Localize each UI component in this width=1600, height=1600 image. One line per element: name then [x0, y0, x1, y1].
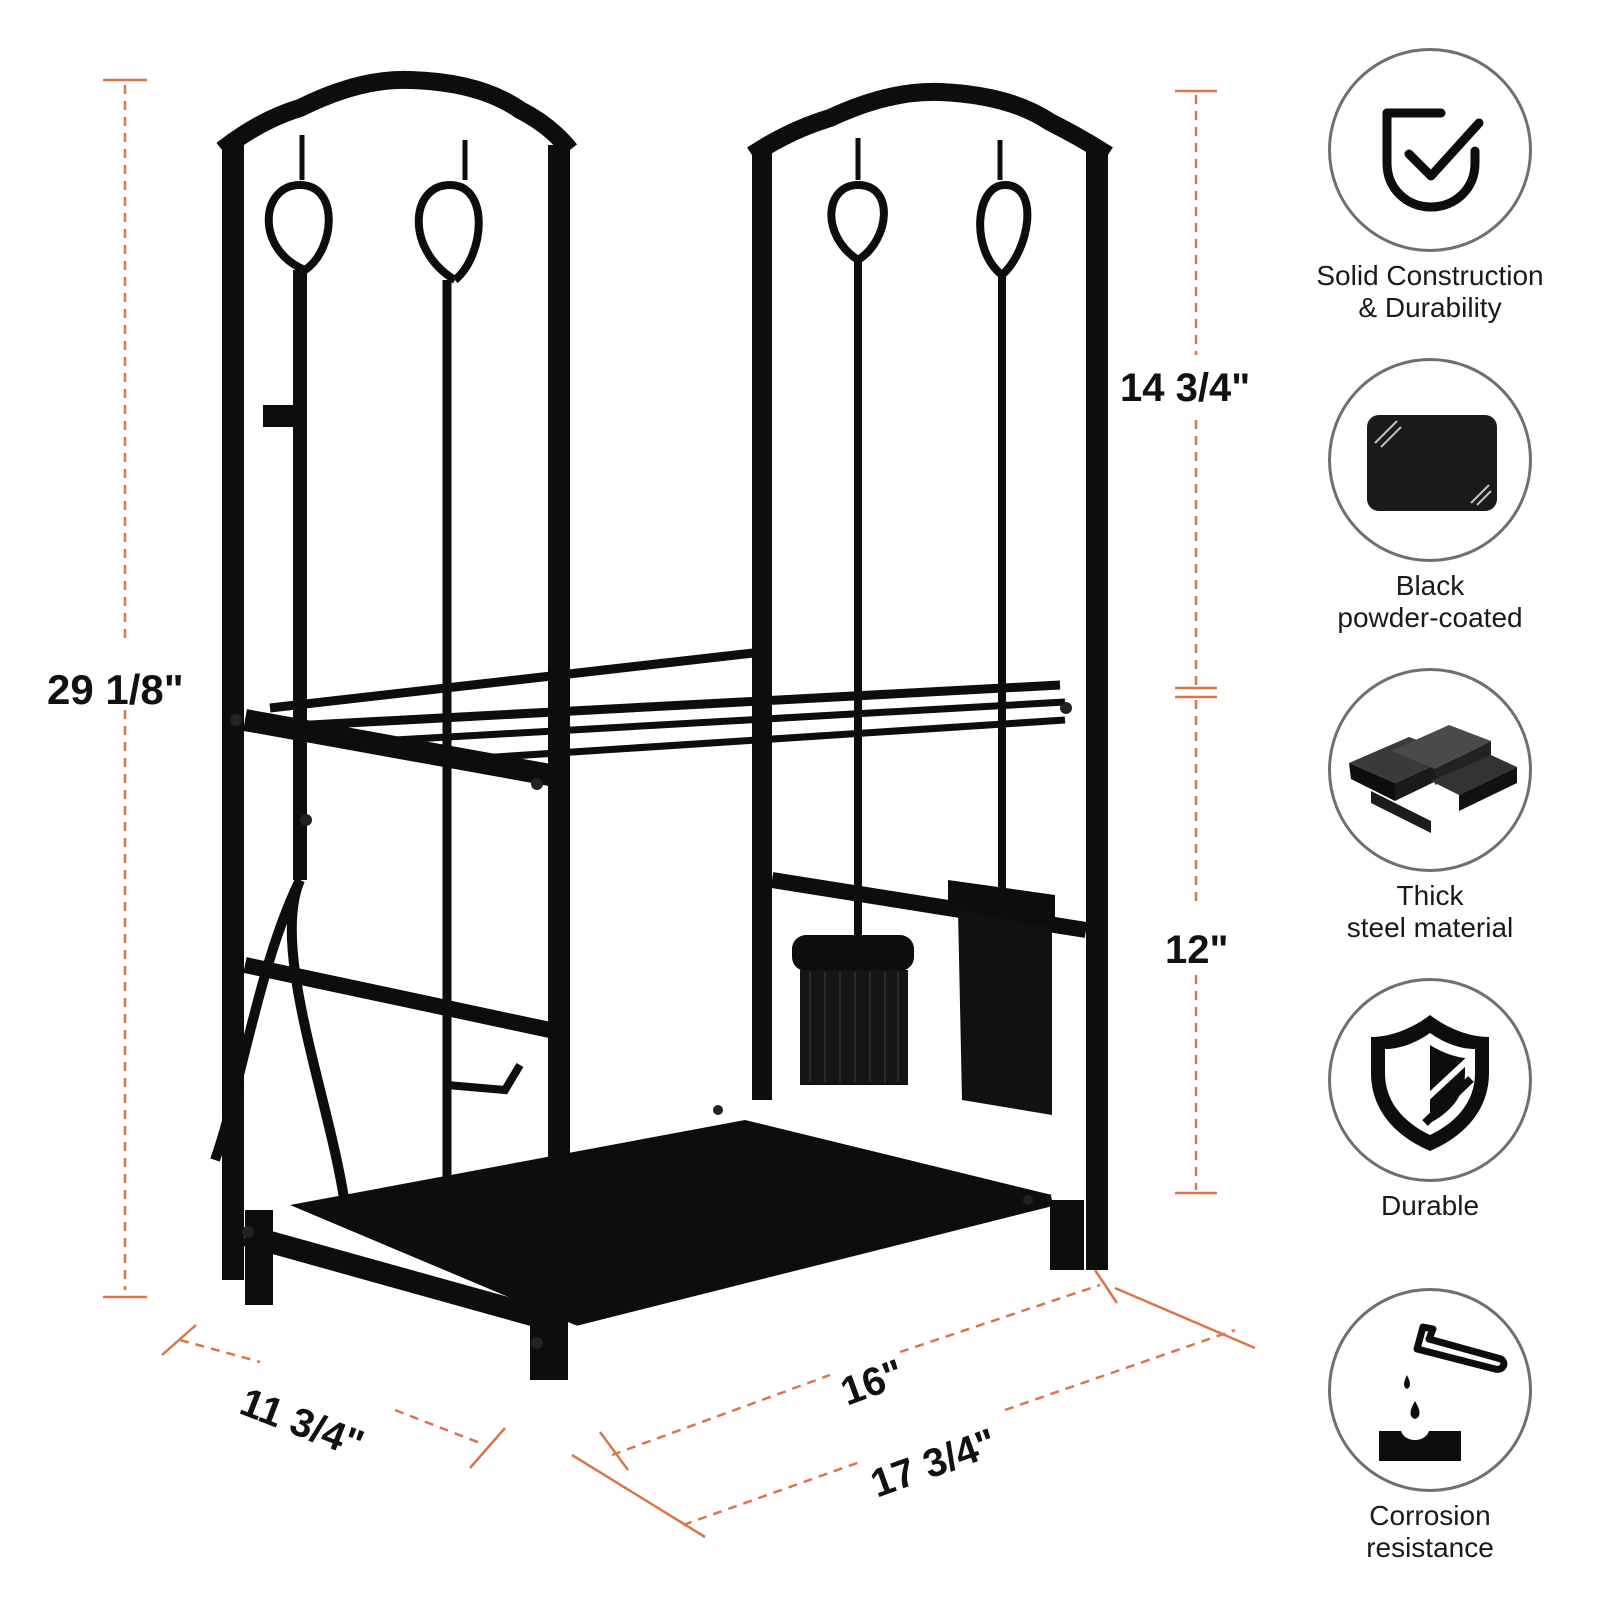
brush: [792, 935, 914, 1085]
feature-line: & Durability: [1358, 292, 1502, 323]
black-panel-icon: [1328, 358, 1532, 562]
feature-corrosion-resistance: Corrosion resistance: [1310, 1288, 1550, 1564]
feature-line: resistance: [1366, 1532, 1494, 1563]
upper-height-label: 14 3/4": [1120, 366, 1251, 410]
total-height-label: 29 1/8": [47, 666, 184, 713]
feature-line: Black: [1395, 570, 1465, 601]
feature-durable: Durable: [1310, 978, 1550, 1222]
feature-thick-steel: Thick steel material: [1310, 668, 1550, 944]
feature-line: steel material: [1346, 912, 1514, 943]
feature-line: Solid Construction: [1316, 260, 1544, 291]
rack-frame: [216, 70, 1113, 1380]
feature-line: powder-coated: [1337, 602, 1523, 633]
corrosion-test-tube-icon: [1328, 1288, 1532, 1492]
durable-shield-icon: [1328, 978, 1532, 1182]
fireplace-tools: [210, 135, 1032, 1220]
feature-line: Corrosion: [1369, 1500, 1491, 1531]
feature-black-powder-coated: Black powder-coated: [1310, 358, 1550, 634]
lower-height-label: 12": [1165, 928, 1229, 972]
shovel: [948, 880, 1055, 1115]
shield-check-icon: [1328, 48, 1532, 252]
dimension-lines: [103, 78, 1256, 1539]
bolts: [230, 702, 1072, 1349]
feature-solid-construction: Solid Construction & Durability: [1310, 48, 1550, 324]
feature-line: Thick: [1396, 880, 1464, 911]
steel-bars-icon: [1328, 668, 1532, 872]
feature-line: Durable: [1380, 1190, 1480, 1221]
